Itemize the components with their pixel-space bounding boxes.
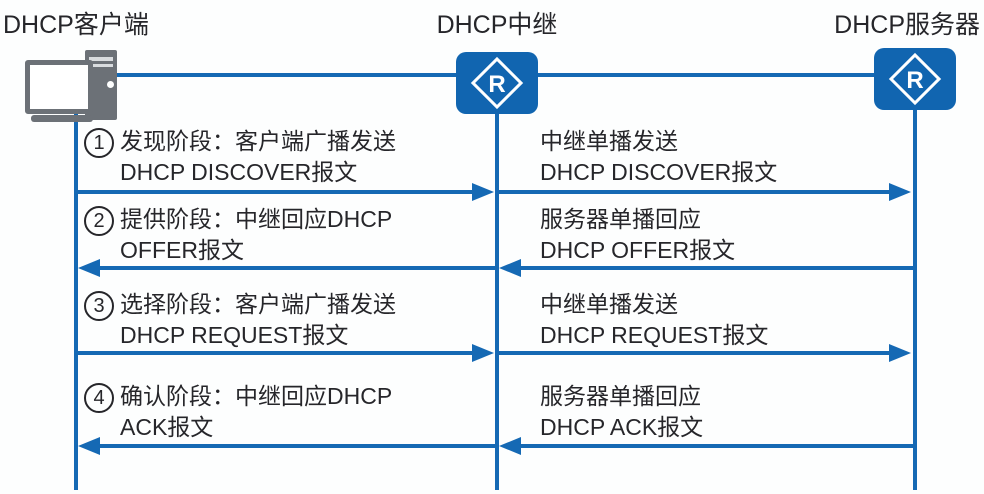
message-1-right-label: 中继单播发送 DHCP DISCOVER报文 bbox=[540, 126, 777, 188]
message-text: 服务器单播回应 bbox=[540, 206, 701, 232]
message-text: 选择阶段：客户端广播发送 bbox=[120, 291, 396, 317]
arrowhead-left-icon bbox=[78, 437, 100, 455]
message-text: DHCP ACK报文 bbox=[540, 414, 704, 440]
message-text: DHCP DISCOVER报文 bbox=[540, 159, 778, 185]
message-1-left-label: 1 发现阶段：客户端广播发送 DHCP DISCOVER报文 bbox=[84, 126, 396, 188]
message-4-left-label: 4 确认阶段：中继回应DHCP ACK报文 bbox=[84, 381, 392, 443]
arrow-client-to-relay bbox=[76, 190, 474, 194]
arrow-server-to-relay bbox=[521, 444, 915, 448]
message-text: 确认阶段：中继回应DHCP bbox=[120, 383, 393, 409]
message-text: 中继单播发送 bbox=[540, 291, 678, 317]
message-text: 中继单播发送 bbox=[540, 128, 678, 154]
server-title: DHCP服务器 bbox=[834, 11, 980, 39]
relay-lifeline bbox=[495, 112, 499, 490]
message-3-left-label: 3 选择阶段：客户端广播发送 DHCP REQUEST报文 bbox=[84, 289, 396, 351]
message-text: DHCP OFFER报文 bbox=[540, 237, 736, 263]
message-2-right-label: 服务器单播回应 DHCP OFFER报文 bbox=[540, 204, 735, 266]
arrow-relay-to-client bbox=[100, 266, 497, 270]
computer-monitor bbox=[25, 60, 93, 114]
computer-power-button bbox=[107, 81, 114, 88]
message-text: OFFER报文 bbox=[120, 237, 244, 263]
desktop-computer-icon bbox=[25, 48, 125, 126]
relay-icon-letter: R bbox=[488, 71, 505, 98]
computer-drive-slot bbox=[89, 64, 113, 67]
message-4-right-label: 服务器单播回应 DHCP ACK报文 bbox=[540, 381, 703, 443]
server-icon-letter: R bbox=[906, 67, 923, 94]
arrowhead-right-icon bbox=[472, 344, 494, 362]
arrowhead-right-icon bbox=[889, 344, 911, 362]
arrowhead-right-icon bbox=[889, 183, 911, 201]
arrowhead-right-icon bbox=[472, 183, 494, 201]
server-router-icon: R bbox=[874, 48, 956, 110]
computer-keyboard bbox=[31, 115, 93, 122]
arrowhead-left-icon bbox=[499, 259, 521, 277]
arrow-relay-to-client bbox=[100, 444, 497, 448]
step-number-badge: 1 bbox=[84, 128, 114, 158]
relay-router-icon: R bbox=[456, 52, 538, 114]
client-title: DHCP客户端 bbox=[3, 11, 149, 39]
arrow-server-to-relay bbox=[521, 266, 915, 270]
step-number-badge: 2 bbox=[84, 206, 114, 236]
message-3-right-label: 中继单播发送 DHCP REQUEST报文 bbox=[540, 289, 768, 351]
message-text: 服务器单播回应 bbox=[540, 383, 701, 409]
arrowhead-left-icon bbox=[499, 437, 521, 455]
arrowhead-left-icon bbox=[78, 259, 100, 277]
message-text: 发现阶段：客户端广播发送 bbox=[120, 128, 396, 154]
step-number-badge: 3 bbox=[84, 291, 114, 321]
computer-drive-slot bbox=[89, 57, 113, 61]
message-text: 提供阶段：中继回应DHCP bbox=[120, 206, 393, 232]
message-2-left-label: 2 提供阶段：中继回应DHCP OFFER报文 bbox=[84, 204, 392, 266]
relay-title: DHCP中继 bbox=[436, 11, 558, 39]
arrow-client-to-relay bbox=[76, 351, 474, 355]
arrow-relay-to-server bbox=[497, 190, 891, 194]
client-lifeline bbox=[74, 112, 78, 490]
message-text: ACK报文 bbox=[120, 414, 214, 440]
message-text: DHCP REQUEST报文 bbox=[540, 322, 769, 348]
arrow-relay-to-server bbox=[497, 351, 891, 355]
step-number-badge: 4 bbox=[84, 383, 114, 413]
message-text: DHCP DISCOVER报文 bbox=[120, 159, 358, 185]
message-text: DHCP REQUEST报文 bbox=[120, 322, 349, 348]
server-lifeline bbox=[913, 108, 917, 490]
